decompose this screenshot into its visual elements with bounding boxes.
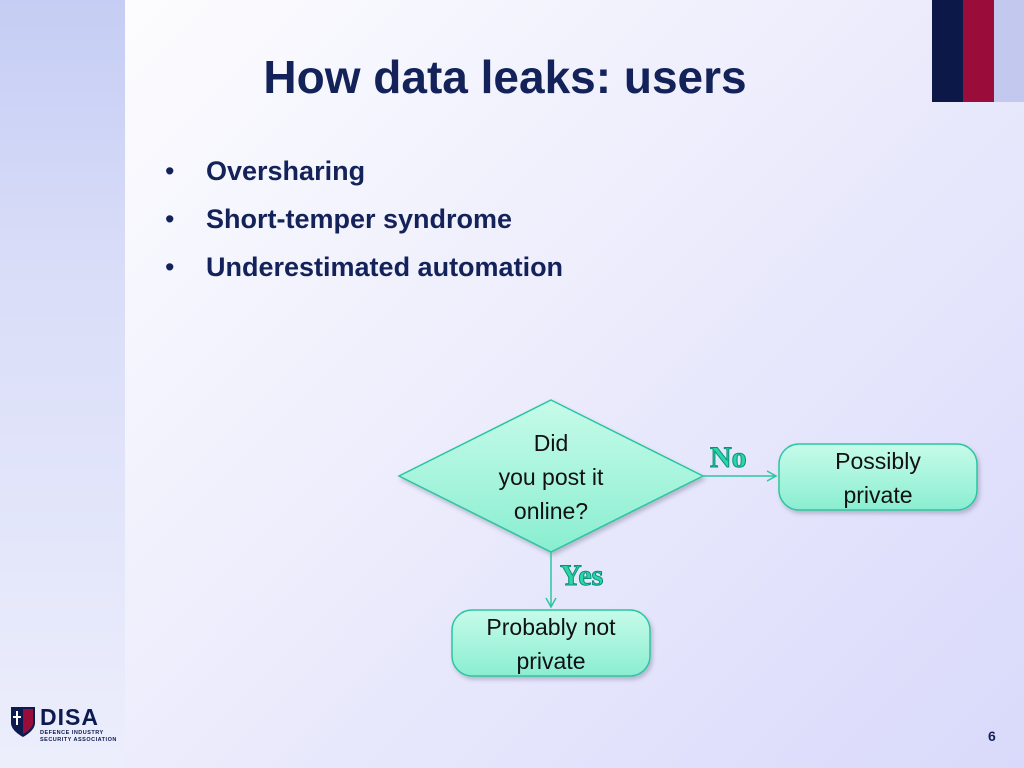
outcome-box-no xyxy=(778,443,978,511)
branch-label-no: No xyxy=(710,441,748,475)
shield-icon xyxy=(11,707,35,737)
decision-text: Did you post it online? xyxy=(451,426,651,528)
page-number: 6 xyxy=(988,728,996,744)
logo-line-2: SECURITY ASSOCIATION xyxy=(40,737,117,743)
decision-line: online? xyxy=(513,498,589,524)
bullet-marker: • xyxy=(165,204,175,234)
slide-title: How data leaks: users xyxy=(263,51,747,103)
outcome-text-no: Possibly private xyxy=(779,444,977,512)
outcome-text-yes: Probably not private xyxy=(452,610,650,678)
outcome-box-yes xyxy=(451,609,651,677)
decision-line: you post it xyxy=(498,464,604,490)
outcome-line: Possibly xyxy=(835,448,921,474)
bullet-item: • Oversharing xyxy=(165,156,563,204)
bullet-text: Underestimated automation xyxy=(206,252,564,282)
outcome-line: private xyxy=(843,482,913,508)
flag-stripe-light xyxy=(994,0,1024,102)
disa-logo: DISA DEFENCE INDUSTRY SECURITY ASSOCIATI… xyxy=(10,704,120,744)
bullet-text: Oversharing xyxy=(206,156,366,186)
logo-name: DISA xyxy=(40,704,99,730)
branch-label-yes: Yes xyxy=(559,559,604,593)
bullet-item: • Underestimated automation xyxy=(165,252,563,300)
logo-line-1: DEFENCE INDUSTRY xyxy=(40,730,104,736)
bullet-item: • Short-temper syndrome xyxy=(165,204,563,252)
bullet-text: Short-temper syndrome xyxy=(206,204,513,234)
outcome-line: Probably not xyxy=(486,614,616,640)
bullet-marker: • xyxy=(165,252,175,282)
flag-stripe-navy xyxy=(932,0,963,102)
decision-line: Did xyxy=(533,430,569,456)
flag-stripe-red xyxy=(963,0,994,102)
outcome-line: private xyxy=(516,648,586,674)
bullet-list: • Oversharing • Short-temper syndrome • … xyxy=(165,156,563,300)
bullet-marker: • xyxy=(165,156,175,186)
left-band xyxy=(0,0,125,768)
